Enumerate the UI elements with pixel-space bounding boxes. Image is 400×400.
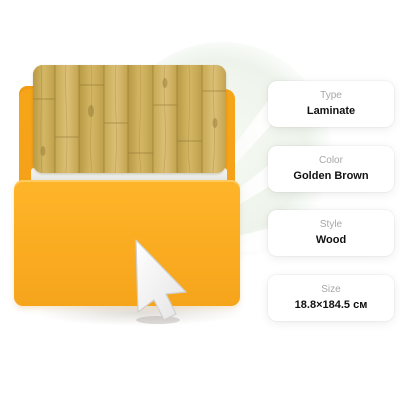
- attribute-value: Laminate: [306, 105, 356, 117]
- attribute-label: Size: [321, 284, 341, 295]
- attribute-label: Style: [319, 219, 343, 230]
- attribute-card-color: Color Golden Brown: [268, 146, 394, 192]
- attribute-card-style: Style Wood: [268, 210, 394, 256]
- folder-icon: [14, 180, 240, 306]
- mouse-pointer-icon: [135, 239, 187, 324]
- laminate-sample-image: [33, 65, 226, 173]
- attribute-value: Golden Brown: [293, 170, 369, 182]
- attribute-card-size: Size 18.8×184.5 см: [268, 275, 394, 321]
- attribute-label: Type: [320, 90, 342, 101]
- attribute-card-type: Type Laminate: [268, 81, 394, 127]
- attribute-value: 18.8×184.5 см: [294, 299, 368, 311]
- attribute-label: Color: [319, 155, 343, 166]
- attribute-value: Wood: [315, 234, 347, 246]
